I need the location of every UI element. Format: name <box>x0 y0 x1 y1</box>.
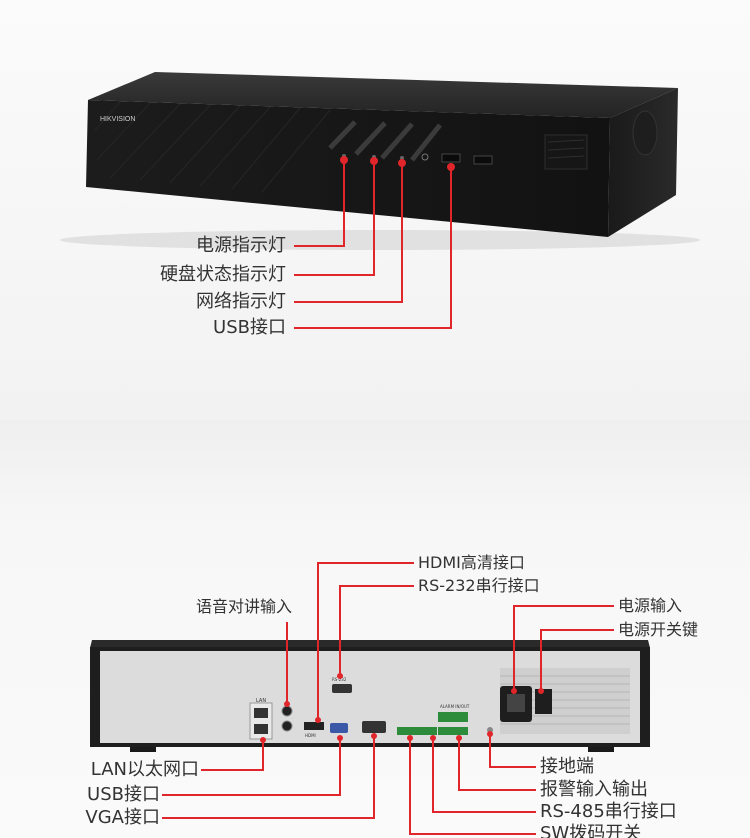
front-callout-lines <box>294 160 452 329</box>
usb-rear-port <box>362 721 386 733</box>
label-ground: 接地端 <box>540 756 594 777</box>
lan-text: LAN <box>256 698 266 704</box>
lan-port-1 <box>254 708 268 718</box>
network-led <box>400 156 404 160</box>
foot-right <box>588 744 614 752</box>
label-hdmi: HDMI高清接口 <box>418 553 525 572</box>
label-vga: VGA接口 <box>85 807 160 828</box>
label-power-switch: 电源开关键 <box>618 620 699 639</box>
ir-sensor <box>421 153 429 161</box>
power-switch <box>535 689 552 714</box>
label-usb-rear: USB接口 <box>87 784 160 805</box>
device-top-face <box>88 72 678 118</box>
callout-dot-network <box>398 159 406 167</box>
device-shadow <box>60 230 700 250</box>
audio-jack-in <box>281 705 293 717</box>
label-lan: LAN以太网口 <box>90 759 199 780</box>
lan-port-2 <box>254 724 268 734</box>
power-input-pins <box>507 694 525 712</box>
front-slash-accents <box>328 120 442 162</box>
label-network-led: 网络指示灯 <box>196 291 286 312</box>
rear-top-edge <box>90 640 650 648</box>
label-rs485: RS-485串行接口 <box>540 801 677 822</box>
vga-port <box>330 723 348 733</box>
hdmi-port <box>304 722 324 730</box>
front-texture <box>94 101 331 193</box>
audio-jack-out <box>281 720 293 732</box>
callout-dot-power <box>340 156 348 164</box>
callout-dot-hdd <box>370 157 378 165</box>
device-front-face <box>86 100 610 237</box>
device-side-face <box>608 88 678 237</box>
rs232-port <box>332 684 352 693</box>
label-hdd-led: 硬盘状态指示灯 <box>160 264 286 285</box>
brand-logo: HIKVISION <box>100 116 135 123</box>
foot-left <box>130 744 156 752</box>
label-audio: 语音对讲输入 <box>196 597 293 616</box>
rear-callout-lines <box>162 562 614 835</box>
front-usb-port-2 <box>473 155 493 165</box>
label-usb-front: USB接口 <box>213 317 286 338</box>
label-power-led: 电源指示灯 <box>196 235 286 256</box>
label-rs232: RS-232串行接口 <box>418 576 540 595</box>
alarm-text: ALARM IN/OUT <box>440 704 470 709</box>
alarm-terminal-bottom <box>438 727 468 735</box>
alarm-terminal-top <box>438 712 468 722</box>
rs232-text: RS-232 <box>332 677 347 682</box>
label-sw: SW拨码开关 <box>540 823 642 838</box>
rs485-terminal <box>397 727 437 735</box>
front-device: HIKVISION <box>60 72 700 329</box>
fan-grille <box>632 110 658 156</box>
label-power-input: 电源输入 <box>618 596 683 615</box>
callout-dot-usb <box>447 163 455 171</box>
front-usb-port-1 <box>441 153 461 163</box>
hdmi-text: HDMI <box>305 733 316 738</box>
label-alarm: 报警输入输出 <box>540 779 648 800</box>
